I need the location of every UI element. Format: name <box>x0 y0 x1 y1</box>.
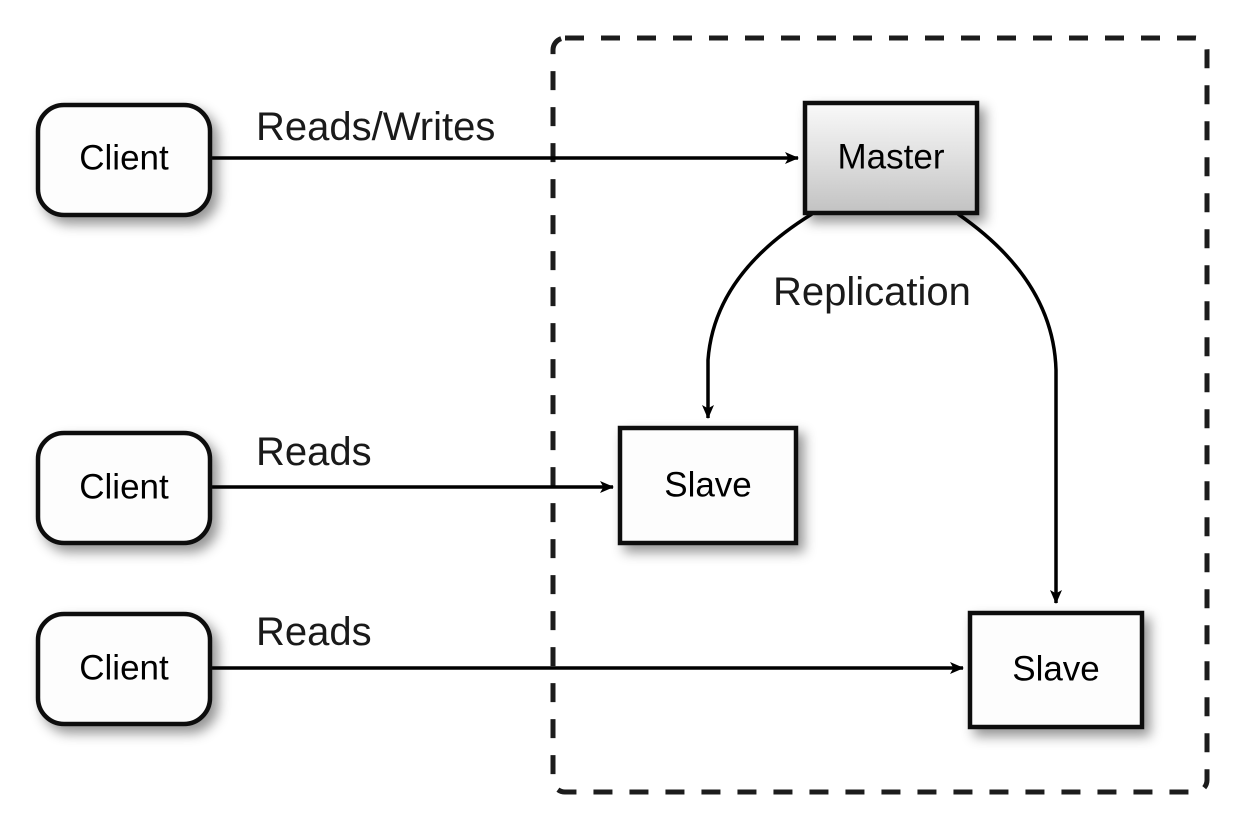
slave-1-box[interactable] <box>617 425 799 546</box>
node-client-2[interactable]: Client <box>35 430 213 546</box>
client-3-label: Client <box>79 648 169 687</box>
client-3-box[interactable] <box>35 611 213 727</box>
node-client-1[interactable]: Client <box>35 102 213 218</box>
client-1-box[interactable] <box>35 102 213 218</box>
slave-1-label: Slave <box>664 465 752 504</box>
client-1-label: Client <box>79 138 169 177</box>
master-box[interactable] <box>802 100 980 216</box>
edge-master-to-slave1 <box>702 212 813 419</box>
slave-2-label: Slave <box>1012 649 1100 688</box>
edge-label-reads-slave1: Reads <box>256 430 372 474</box>
edge-label-reads-slave2: Reads <box>256 610 372 654</box>
client-2-label: Client <box>79 467 169 506</box>
node-slave-2[interactable]: Slave <box>967 610 1145 730</box>
master-label: Master <box>838 137 945 176</box>
node-client-3[interactable]: Client <box>35 611 213 727</box>
edge-master-to-slave2 <box>957 212 1062 604</box>
edge-label-replication: Replication <box>773 270 971 314</box>
node-master[interactable]: Master <box>802 100 980 216</box>
client-2-box[interactable] <box>35 430 213 546</box>
node-slave-1[interactable]: Slave <box>617 425 799 546</box>
edge-label-reads-writes: Reads/Writes <box>256 105 495 149</box>
slave-2-box[interactable] <box>967 610 1145 730</box>
database-cluster-boundary <box>550 35 1210 795</box>
